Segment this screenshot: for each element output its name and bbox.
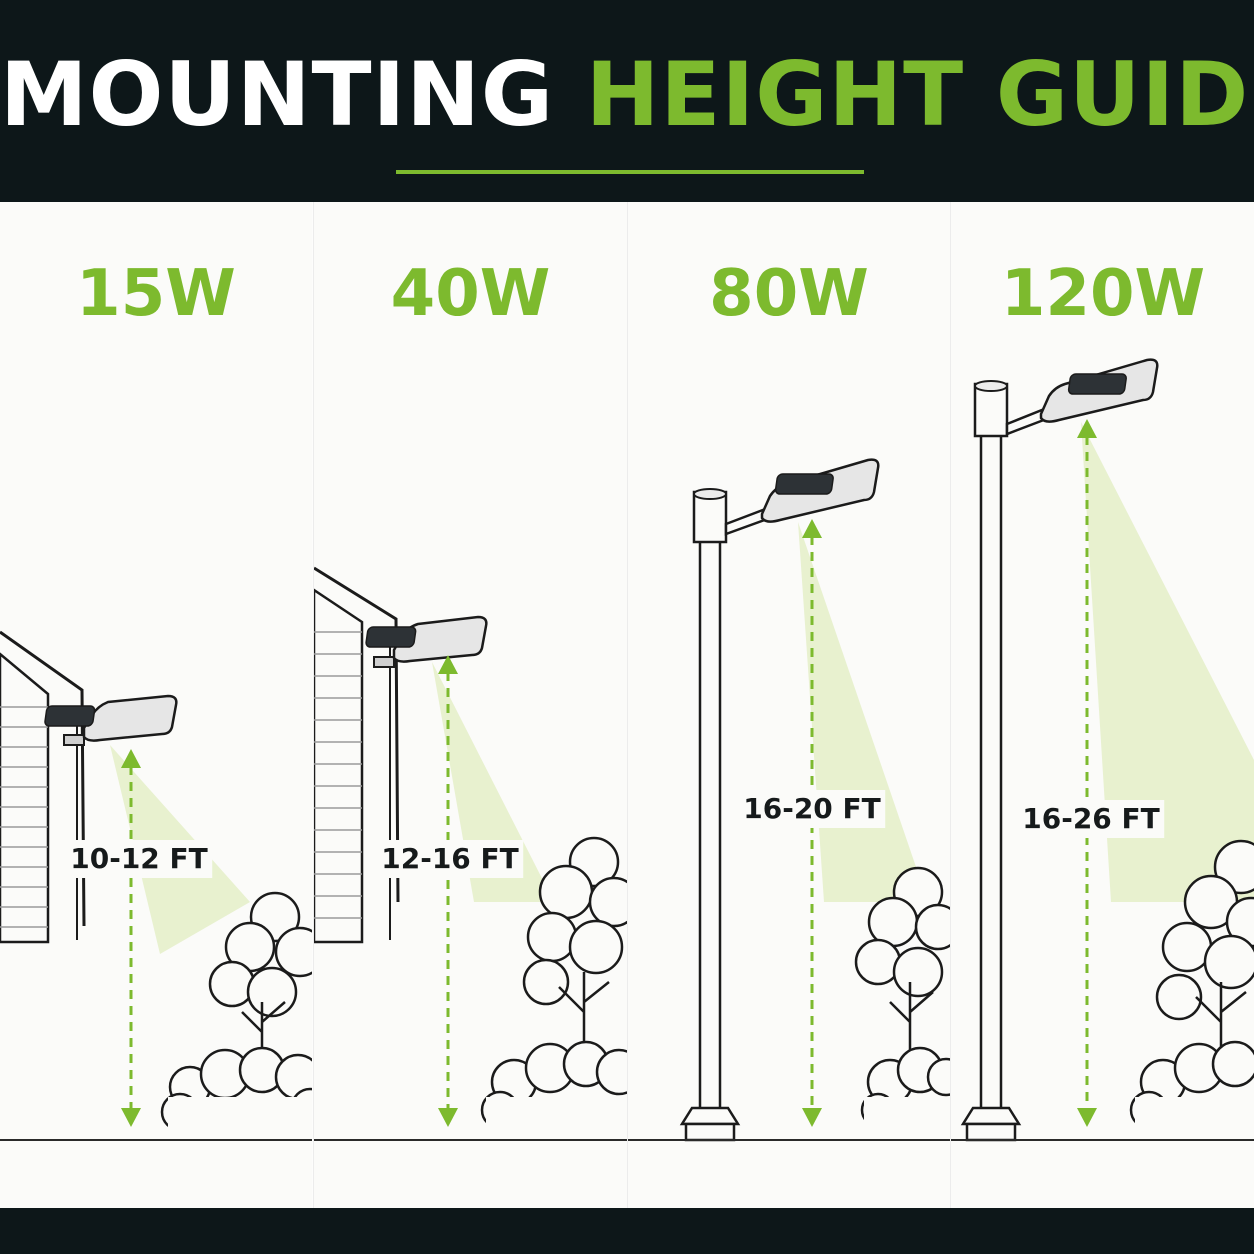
height-arrow xyxy=(1077,419,1097,1127)
light-pole xyxy=(679,488,772,1142)
wattage-label: 15W xyxy=(76,257,236,331)
height-range-label: 16-20 FT xyxy=(739,790,885,828)
light-beam xyxy=(1081,422,1254,902)
height-range-label: 12-16 FT xyxy=(377,840,523,878)
light-pole xyxy=(960,380,1051,1142)
title-part-1: MOUNTING xyxy=(0,43,555,146)
wall-light-fixture xyxy=(365,615,488,668)
height-arrow xyxy=(121,749,141,1127)
house-wall xyxy=(0,630,86,944)
panel-120w: 120W 16-26 FT xyxy=(950,202,1254,1208)
panel-40w-illustration xyxy=(314,566,627,1141)
pole-light-fixture xyxy=(1039,358,1159,423)
height-range-label: 10-12 FT xyxy=(66,840,212,878)
house-wall xyxy=(314,566,400,944)
tree-bush xyxy=(854,866,950,1132)
panel-120w-illustration xyxy=(951,358,1254,1142)
wattage-label: 80W xyxy=(709,257,869,331)
panel-80w: 80W 16-20 FT xyxy=(627,202,950,1208)
panel-80w-illustration xyxy=(628,458,950,1142)
panel-15w: 15W 10-12 FT xyxy=(0,202,312,1208)
page-title: MOUNTING HEIGHT GUIDE xyxy=(0,40,1254,150)
wattage-label: 40W xyxy=(390,257,551,331)
header-band: MOUNTING HEIGHT GUIDE xyxy=(0,0,1254,202)
light-beam xyxy=(798,522,928,902)
wall-light-fixture xyxy=(44,694,178,746)
tree-bush xyxy=(480,836,627,1132)
panel-15w-illustration xyxy=(0,630,312,1141)
panel-40w: 40W 12-16 FT xyxy=(313,202,627,1208)
pole-light-fixture xyxy=(760,458,880,523)
tree-bush xyxy=(160,891,312,1132)
wattage-label: 120W xyxy=(1000,257,1206,331)
height-arrow xyxy=(438,655,458,1127)
footer-band xyxy=(0,1208,1254,1254)
tree-bush xyxy=(1129,839,1254,1132)
title-part-2: HEIGHT GUIDE xyxy=(585,43,1254,146)
light-beam xyxy=(432,662,554,902)
height-range-label: 16-26 FT xyxy=(1018,800,1164,838)
title-underline xyxy=(396,170,864,174)
